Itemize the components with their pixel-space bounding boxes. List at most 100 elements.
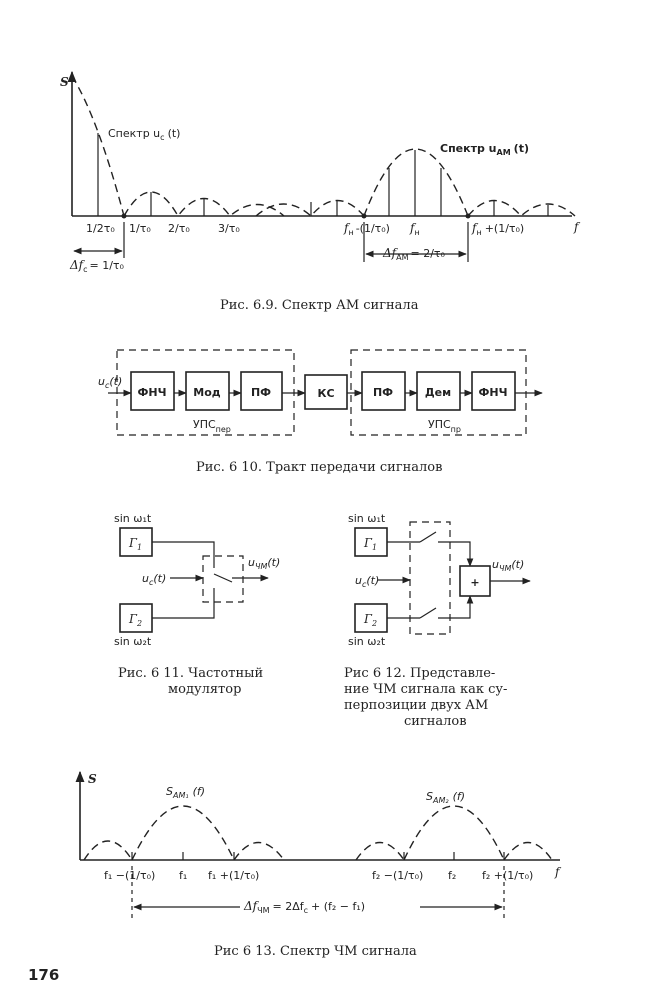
- am-left-side-lobes: [255, 199, 365, 218]
- block-bpf-rx-label: ПФ: [373, 386, 393, 399]
- adder-label: +: [470, 576, 479, 589]
- block-channel-label: КС: [317, 387, 334, 400]
- generator-2: [354, 603, 388, 633]
- tx-group-label: УПСпер: [193, 418, 231, 434]
- generator-1: [354, 527, 388, 557]
- y-axis-label: S: [88, 772, 97, 786]
- block-bpf-rx: [361, 371, 406, 411]
- adder: [459, 565, 491, 597]
- output-label: uЧМ(t): [492, 558, 524, 573]
- fig-6-11-caption: Рис. 6 11. Частотный модулятор: [118, 666, 300, 698]
- fig-6-10-caption: Рис. 6 10. Тракт передачи сигналов: [196, 460, 443, 475]
- caption-line: модулятор: [168, 682, 242, 697]
- tick-2-tau: 2/τ₀: [168, 222, 190, 235]
- delta-c-label: Δfс= 1/τ₀: [69, 258, 125, 274]
- baseband-side-lobes: [123, 191, 285, 218]
- block-demodulator-label: Дем: [425, 386, 451, 399]
- am2-main-lobe: [403, 805, 505, 861]
- x-axis-label: f: [554, 865, 562, 879]
- tick-1-2tau: 1/2τ₀: [86, 222, 115, 235]
- fig-6-13-fm-spectrum: S f SАМ₁(f) SАМ₂(f) f₁ −(1/τ₀) f₁ f₁ +(1…: [75, 770, 562, 918]
- switch-2: [419, 607, 437, 619]
- am1-main-lobe: [131, 805, 235, 861]
- tick-f1-minus: f₁ −(1/τ₀): [104, 869, 155, 882]
- tick-1-tau: 1/τ₀: [129, 222, 151, 235]
- block-channel: [304, 374, 348, 410]
- tick-3-tau: 3/τ₀: [218, 222, 240, 235]
- am1-right-lobe: [233, 842, 285, 861]
- delta-fm-label: ΔfЧМ= 2Δfс+ (f₂ − f₁): [243, 899, 365, 915]
- block-modulator-label: Мод: [193, 386, 221, 399]
- block-modulator: [185, 371, 230, 411]
- delta-am-label: ΔfАМ= 2/τ₀: [382, 246, 446, 262]
- generator-2: [119, 603, 153, 633]
- tick-f1-plus: f₁ +(1/τ₀): [208, 869, 259, 882]
- input-label: uс(t): [98, 375, 122, 390]
- switch-box: [202, 555, 244, 603]
- caption-line: Рис. 6 11. Частотный: [118, 666, 264, 681]
- tick-fn: fн: [409, 221, 420, 237]
- block-lpf-rx: [471, 371, 516, 411]
- block-lpf-rx-label: ФНЧ: [478, 386, 507, 399]
- zero-point: [121, 213, 127, 219]
- block-demodulator: [416, 371, 461, 411]
- spectrum-c-label: Спектр uс(t): [108, 127, 180, 142]
- fig-6-13-caption: Рис 6 13. Спектр ЧМ сигнала: [214, 944, 417, 959]
- spectrum-am-label: Спектр uАМ(t): [440, 142, 529, 157]
- block-bpf-tx: [240, 371, 283, 411]
- wire-to-adder-2: [438, 595, 474, 619]
- rx-group-label: УПСпр: [428, 418, 461, 434]
- tick-f2: f₂: [448, 869, 456, 882]
- generator-1-label: Г1: [363, 536, 377, 552]
- switch-box: [409, 521, 451, 635]
- generator-2-label: Г2: [363, 612, 377, 628]
- sam2-label: SАМ₂(f): [426, 790, 465, 805]
- switch-1: [419, 531, 437, 543]
- block-lpf-tx-label: ФНЧ: [137, 386, 166, 399]
- input-label: uс(t): [142, 572, 166, 587]
- tick-f2-plus: f₂ +(1/τ₀): [482, 869, 533, 882]
- fig-6-10-signal-path: uс(t) ФНЧ Мод ПФ КС ПФ Дем ФНЧ УПСпер УП…: [98, 349, 543, 436]
- switch-contact: [213, 573, 233, 583]
- page-number: 176: [28, 966, 60, 984]
- generator-1: [119, 527, 153, 557]
- fig-6-9-caption: Рис. 6.9. Спектр АМ сигнала: [220, 298, 419, 313]
- caption-line: перпозиции двух АМ: [344, 698, 489, 713]
- zero-point: [465, 213, 471, 219]
- x-axis-label: f: [573, 220, 581, 234]
- zero-point: [361, 213, 367, 219]
- tick-fn-plus: fн+(1/τ₀): [471, 221, 524, 237]
- am-right-side-lobes: [467, 199, 576, 217]
- wire-g1: [152, 541, 215, 568]
- sin1-label: sin ω₁t: [114, 512, 152, 525]
- caption-line: сигналов: [404, 714, 467, 729]
- block-bpf-tx-label: ПФ: [251, 386, 271, 399]
- output-label: uЧМ(t): [248, 556, 280, 571]
- wire-to-adder-1: [438, 541, 474, 567]
- generator-2-label: Г2: [128, 612, 142, 628]
- wire-g2: [152, 588, 215, 619]
- fig-6-12-caption: Рис 6 12. Представле- ние ЧМ сигнала как…: [344, 666, 530, 730]
- input-label: uс(t): [355, 574, 379, 589]
- am2-left-lobe: [355, 842, 405, 861]
- y-axis-label: S: [60, 75, 69, 89]
- sin2-label: sin ω₂t: [348, 635, 386, 648]
- sam1-label: SАМ₁(f): [166, 785, 205, 800]
- generator-1-label: Г1: [128, 536, 142, 552]
- am1-left-lobe: [83, 840, 133, 861]
- fig-6-9-am-spectrum: S f Спектр uс(t) Спектр uАМ(t) 1/2τ₀ 1/τ…: [60, 70, 581, 274]
- caption-line: ние ЧМ сигнала как су-: [344, 682, 508, 697]
- tick-f1: f₁: [179, 869, 187, 882]
- sin2-label: sin ω₂t: [114, 635, 152, 648]
- rect: [240, 897, 420, 915]
- am-main-lobe: [363, 148, 469, 217]
- fig-6-12-fm-as-two-am: sin ω₁t Г1 Г2 sin ω₂t + uс(t) uЧМ(t): [348, 512, 531, 648]
- block-lpf-tx: [130, 371, 175, 411]
- fig-6-11-frequency-modulator: sin ω₁t Г1 Г2 sin ω₂t uс(t) uЧМ(t): [114, 512, 280, 648]
- tick-fn-minus: fн-(1/τ₀): [343, 221, 390, 237]
- caption-line: Рис 6 12. Представле-: [344, 666, 496, 681]
- am2-right-lobe: [503, 842, 553, 861]
- sin1-label: sin ω₁t: [348, 512, 386, 525]
- tick-f2-minus: f₂ −(1/τ₀): [372, 869, 423, 882]
